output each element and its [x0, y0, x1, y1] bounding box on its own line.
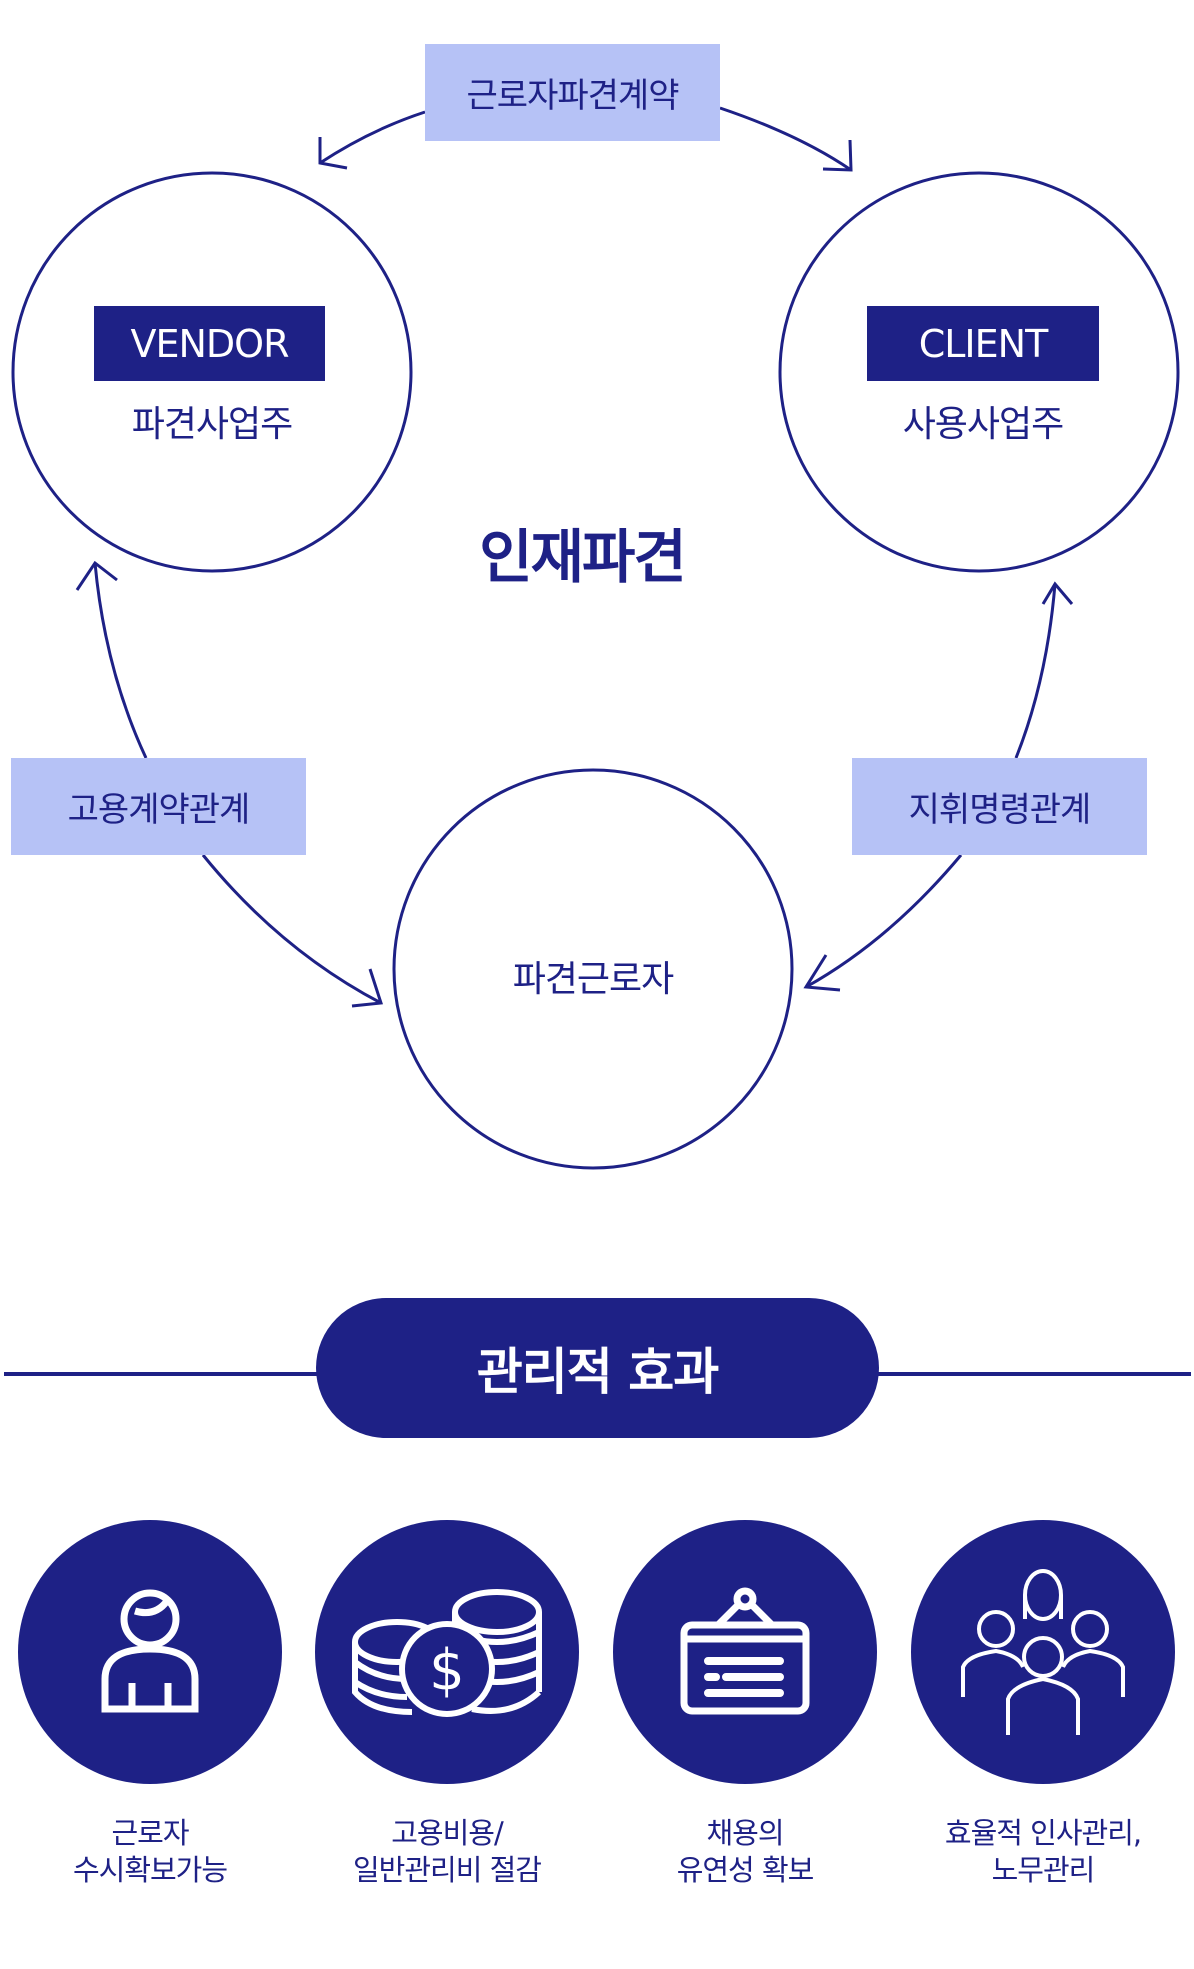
effect-item-4-circle: [911, 1520, 1175, 1784]
svg-text:$: $: [429, 1638, 465, 1703]
caption-line-1: 근로자: [111, 1816, 189, 1850]
arrowhead: [822, 139, 853, 172]
employment-label: 고용계약관계: [11, 758, 306, 855]
caption-line-2: 유연성 확보: [676, 1853, 815, 1887]
effect-item-2-circle: $: [315, 1520, 579, 1784]
arrow-contract-to-vendor: [319, 110, 426, 165]
signboard-icon: [680, 1587, 810, 1715]
arrowhead: [351, 968, 383, 1008]
arrowhead: [75, 560, 118, 591]
caption-line-1: 채용의: [706, 1816, 784, 1850]
effects-heading: 관리적 효과: [316, 1298, 879, 1438]
arrowhead: [1041, 581, 1074, 605]
vendor-name: 파견사업주: [131, 404, 294, 445]
arrowhead: [318, 137, 348, 170]
arrow-command-to-worker: [805, 854, 963, 989]
arrow-contract-to-client: [719, 106, 852, 172]
coins-dollar-icon: $: [352, 1589, 542, 1717]
caption-line-1: 고용비용/: [391, 1816, 504, 1850]
caption-line-2: 노무관리: [991, 1853, 1096, 1887]
worker-circle: [392, 768, 794, 1170]
vendor-circle: [11, 171, 413, 573]
group-people-icon: [961, 1569, 1125, 1735]
diagram-title: 인재파견: [479, 523, 686, 591]
arrow-command-to-client: [1014, 583, 1057, 759]
client-circle: [778, 171, 1180, 573]
arrowhead: [803, 954, 841, 992]
caption-line-1: 효율적 인사관리,: [944, 1816, 1142, 1850]
effect-item-2-caption: 고용비용/일반관리비 절감: [297, 1815, 597, 1889]
contract-label: 근로자파견계약: [425, 44, 720, 141]
caption-line-2: 일반관리비 절감: [353, 1853, 542, 1887]
client-tag: CLIENT: [867, 306, 1099, 381]
client-name: 사용사업주: [902, 404, 1065, 445]
arrow-employment-to-worker: [201, 854, 382, 1005]
person-icon: [101, 1589, 199, 1713]
command-label: 지휘명령관계: [852, 758, 1147, 855]
effect-item-3-circle: [613, 1520, 877, 1784]
vendor-tag: VENDOR: [94, 306, 325, 381]
effect-item-1-circle: [18, 1520, 282, 1784]
caption-line-2: 수시확보가능: [72, 1853, 228, 1887]
effect-item-4-caption: 효율적 인사관리,노무관리: [893, 1815, 1193, 1889]
worker-name: 파견근로자: [512, 959, 675, 1000]
arrow-employment-to-vendor: [93, 562, 148, 759]
